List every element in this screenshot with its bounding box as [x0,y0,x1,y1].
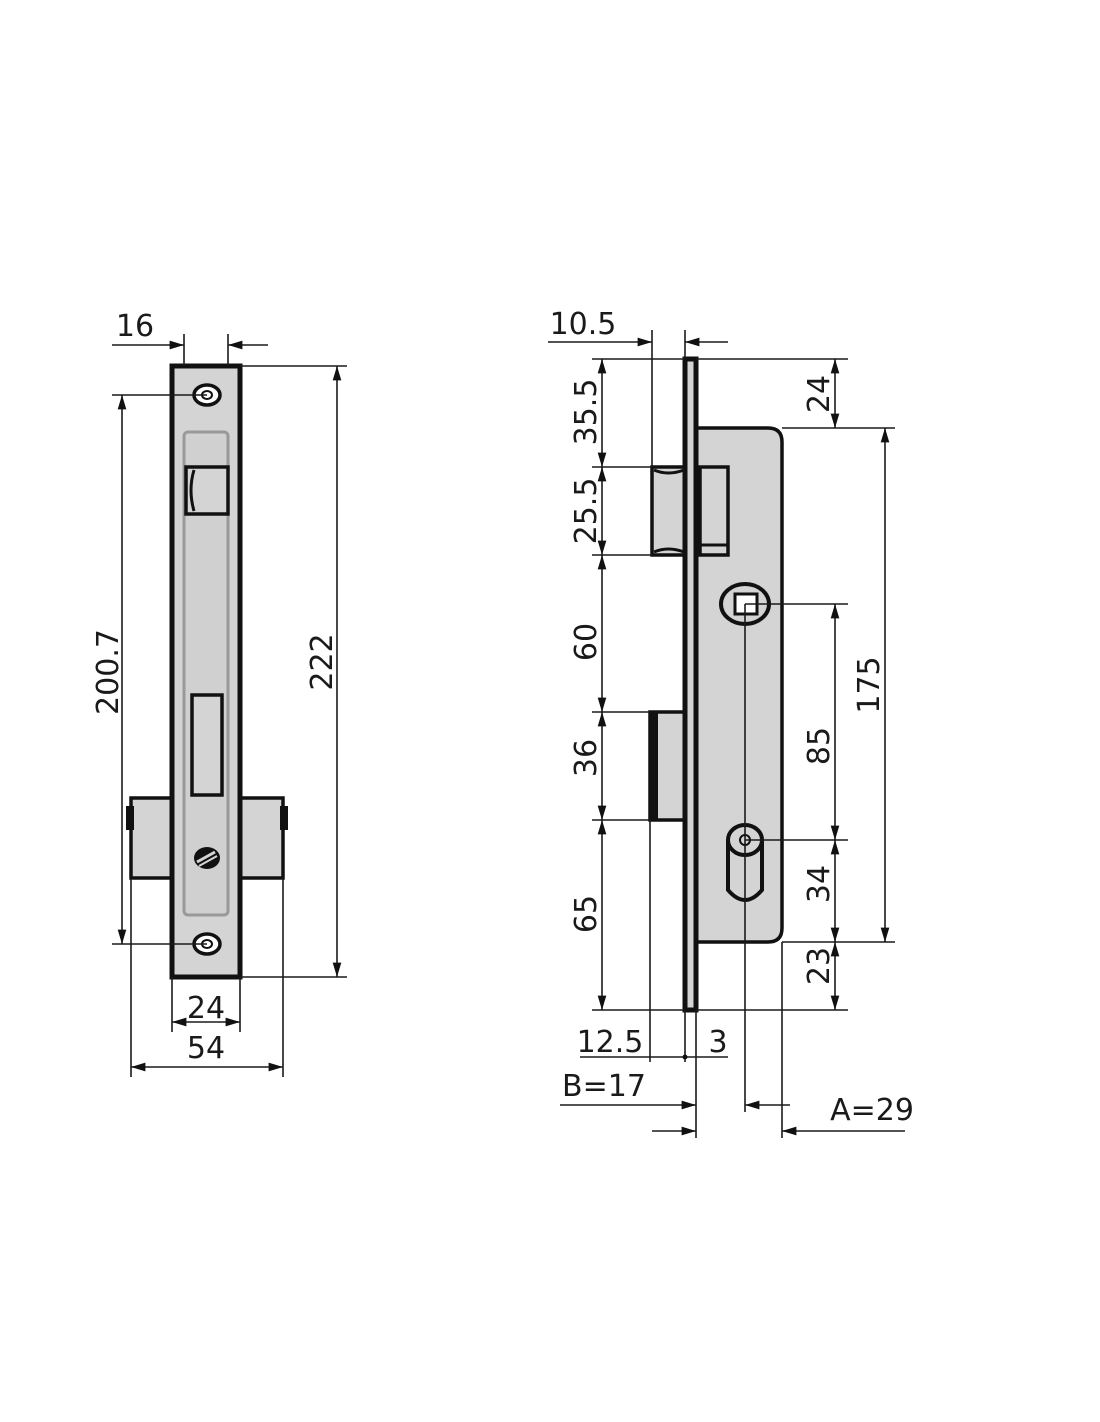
dim-10-5: 10.5 [550,307,617,342]
latch-bolt [184,465,230,516]
dim-16: 16 [116,309,154,344]
dim-3: 3 [708,1025,727,1060]
dim-175: 175 [852,656,887,713]
faceplate-side [682,356,699,1013]
dim-35-5: 35.5 [569,379,604,446]
dim-24: 24 [187,991,225,1026]
front-view: 16 200.7 222 24 54 [91,309,347,1077]
dim-24-right: 24 [802,375,837,413]
deadbolt-slot [190,693,224,797]
dim-36: 36 [569,739,604,777]
dim-b-17: B=17 [562,1069,646,1104]
dim-54: 54 [187,1031,225,1066]
dim-25-5: 25.5 [569,478,604,545]
dim-12-5: 12.5 [577,1025,644,1060]
side-view: 10.5 35.5 25.5 60 36 65 24 85 34 23 175 … [548,307,914,1138]
dim-60: 60 [569,623,604,661]
dim-200-7: 200.7 [91,629,126,715]
slotted-screw-icon [194,847,220,869]
dim-85: 85 [802,727,837,765]
dim-a-29: A=29 [830,1093,914,1128]
dim-23: 23 [802,947,837,985]
dim-222: 222 [305,633,340,690]
latch-tail [698,465,730,557]
dim-34: 34 [802,865,837,903]
dim-65: 65 [569,895,604,933]
latch-bolt-side [650,465,687,557]
